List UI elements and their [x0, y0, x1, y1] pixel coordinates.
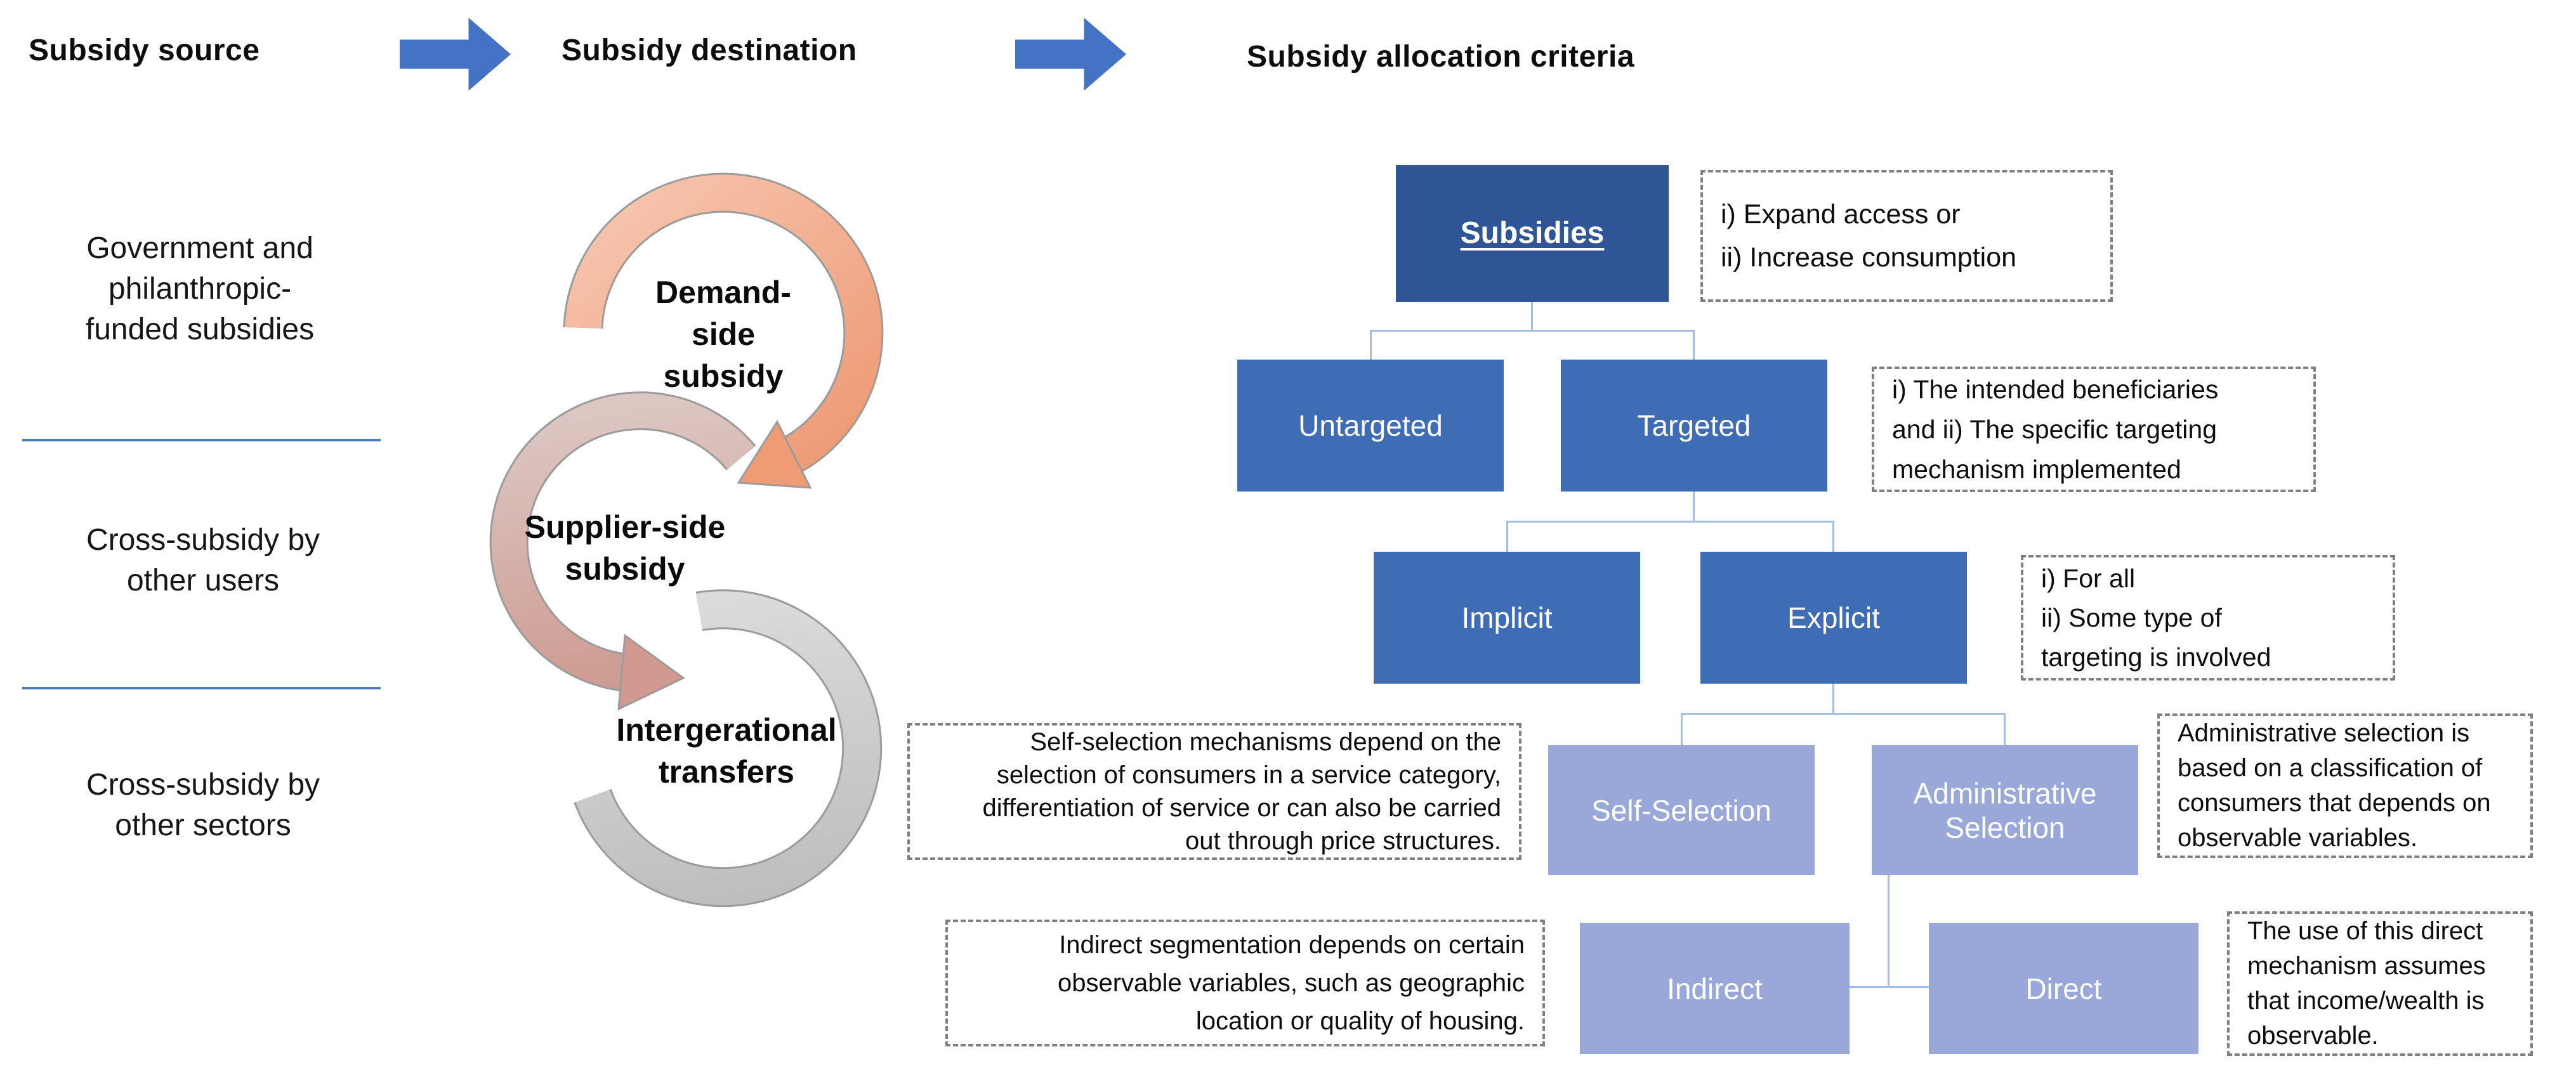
- source-label-government: Government and philanthropic- funded sub…: [85, 231, 315, 346]
- connector-line: [1832, 684, 1834, 714]
- node-subsidies: Subsidies: [1396, 165, 1669, 302]
- note-indirect: Indirect segmentation depends on certain…: [945, 920, 1545, 1046]
- flow-arrow-icon: [400, 18, 511, 91]
- connector-line: [2004, 713, 2006, 745]
- node-self-selection: Self-Selection: [1548, 745, 1815, 875]
- node-targeted-label: Targeted: [1637, 409, 1751, 442]
- note-administrative-selection: Administrative selection is based on a c…: [2157, 713, 2533, 858]
- connector-line: [1681, 713, 1683, 745]
- note-targeted-text: i) The intended beneficiaries and ii) Th…: [1892, 374, 2219, 484]
- node-implicit-label: Implicit: [1461, 601, 1553, 634]
- note-explicit: i) For all ii) Some type of targeting is…: [2021, 555, 2395, 681]
- node-implicit: Implicit: [1374, 552, 1640, 684]
- cycle-label-intergenerational: Intergerational transfers: [616, 712, 837, 790]
- source-label-cross-subsidy-users: Cross-subsidy by other users: [86, 523, 320, 597]
- note-targeted: i) The intended beneficiaries and ii) Th…: [1872, 367, 2316, 492]
- connector-line: [1832, 521, 1834, 552]
- source-label-cross-subsidy-sectors: Cross-subsidy by other sectors: [86, 768, 320, 842]
- header-subsidy-source: Subsidy source: [29, 34, 260, 67]
- note-self-selection-text: Self-selection mechanisms depend on the …: [982, 728, 1501, 855]
- note-direct-text: The use of this direct mechanism assumes…: [2247, 917, 2486, 1050]
- node-indirect: Indirect: [1580, 923, 1850, 1054]
- node-direct-label: Direct: [2025, 972, 2102, 1005]
- cycle-label-supplier-side: Supplier-side subsidy: [524, 509, 726, 587]
- flow-arrow-icon: [1015, 18, 1126, 91]
- note-subsidies-text: i) Expand access or ii) Increase consump…: [1721, 199, 2017, 273]
- connector-line: [1506, 521, 1508, 552]
- node-targeted: Targeted: [1561, 360, 1827, 492]
- subsidy-destination-cycles: [489, 173, 884, 908]
- connector-line: [1693, 330, 1695, 360]
- node-administrative-selection-label: Administrative Selection: [1913, 776, 2097, 844]
- separator-line: [22, 439, 381, 441]
- note-explicit-text: i) For all ii) Some type of targeting is…: [2041, 564, 2271, 672]
- note-self-selection: Self-selection mechanisms depend on the …: [907, 723, 1521, 860]
- note-administrative-selection-text: Administrative selection is based on a c…: [2178, 719, 2491, 852]
- supplier-side-cycle-icon: [489, 391, 756, 711]
- connector-line: [1693, 492, 1695, 522]
- connector-line: [1370, 330, 1695, 332]
- node-untargeted-label: Untargeted: [1298, 409, 1443, 442]
- connector-line: [1850, 986, 1929, 988]
- node-indirect-label: Indirect: [1667, 972, 1763, 1005]
- intergenerational-cycle-icon: [574, 589, 883, 908]
- demand-side-cycle-icon: [563, 173, 884, 489]
- connector-line: [1888, 875, 1889, 988]
- node-direct: Direct: [1929, 923, 2198, 1054]
- node-explicit-label: Explicit: [1787, 601, 1880, 634]
- note-indirect-text: Indirect segmentation depends on certain…: [1058, 931, 1525, 1035]
- node-administrative-selection: Administrative Selection: [1872, 745, 2138, 875]
- node-subsidies-label: Subsidies: [1460, 216, 1605, 250]
- node-explicit: Explicit: [1700, 552, 1967, 684]
- header-subsidy-destination: Subsidy destination: [562, 34, 857, 67]
- connector-line: [1531, 302, 1533, 332]
- header-subsidy-allocation-criteria: Subsidy allocation criteria: [1247, 40, 1635, 74]
- node-self-selection-label: Self-Selection: [1591, 793, 1771, 827]
- note-direct: The use of this direct mechanism assumes…: [2227, 911, 2533, 1056]
- node-untargeted: Untargeted: [1237, 360, 1504, 492]
- connector-line: [1370, 330, 1372, 360]
- connector-line: [1681, 713, 2006, 715]
- note-subsidies: i) Expand access or ii) Increase consump…: [1700, 170, 2113, 302]
- connector-line: [1506, 521, 1834, 523]
- cycle-label-demand-side: Demand- side subsidy: [655, 275, 791, 394]
- separator-line: [22, 687, 381, 689]
